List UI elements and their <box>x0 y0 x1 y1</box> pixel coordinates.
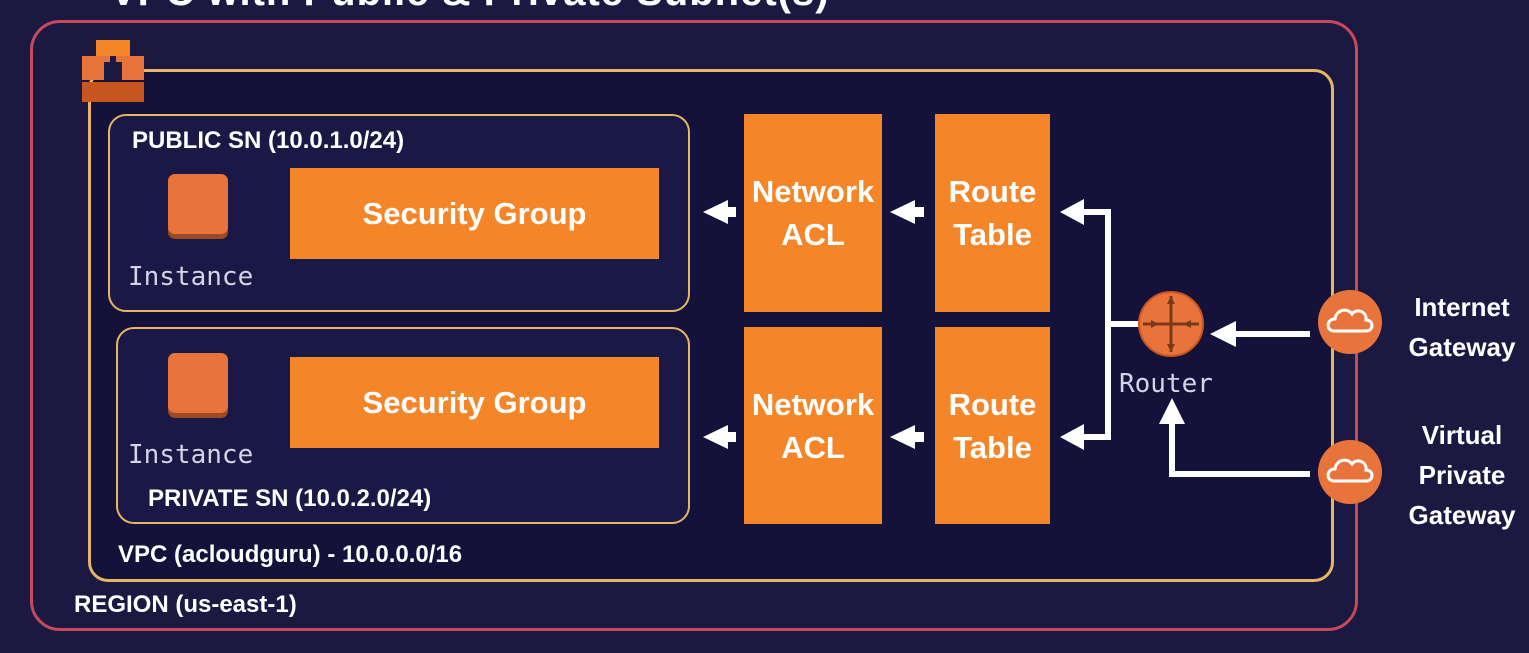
router-label: Router <box>1119 369 1213 399</box>
public-instance-label: Instance <box>128 262 254 292</box>
vpc-label: VPC (acloudguru) - 10.0.0.0/16 <box>118 541 463 568</box>
private-route-table[interactable]: Route Table <box>935 327 1050 524</box>
public-acl-line2: ACL <box>781 217 845 252</box>
public-network-acl[interactable]: Network ACL <box>744 114 882 312</box>
private-security-group-label: Security Group <box>362 385 587 420</box>
private-instance-label: Instance <box>128 440 254 470</box>
vpg-line3: Gateway <box>1408 500 1516 530</box>
page-title: VPC with Public & Private Subnet(s) <box>110 0 830 15</box>
region-label: REGION (us-east-1) <box>74 591 297 618</box>
vpg-line1: Virtual <box>1421 420 1503 450</box>
internet-gateway-label: Internet Gateway <box>1400 287 1524 367</box>
public-acl-line1: Network <box>751 174 875 209</box>
private-acl-line1: Network <box>751 386 875 422</box>
public-security-group-label: Security Group <box>362 196 587 231</box>
public-instance-icon[interactable] <box>168 174 228 234</box>
private-network-acl[interactable]: Network ACL <box>744 327 882 524</box>
public-subnet-label: PUBLIC SN (10.0.1.0/24) <box>132 127 405 154</box>
public-security-group[interactable]: Security Group <box>290 168 659 259</box>
private-acl-line2: ACL <box>781 429 845 465</box>
internet-gateway-line1: Internet <box>1414 292 1510 322</box>
internet-gateway-line2: Gateway <box>1408 332 1516 362</box>
public-route-line1: Route <box>948 174 1037 209</box>
vpg-line2: Private <box>1418 460 1506 490</box>
virtual-private-gateway-label: Virtual Private Gateway <box>1400 415 1524 535</box>
private-route-line2: Table <box>953 429 1032 465</box>
private-subnet-label: PRIVATE SN (10.0.2.0/24) <box>148 485 432 512</box>
private-instance-icon[interactable] <box>168 353 228 413</box>
public-route-line2: Table <box>953 217 1032 252</box>
private-security-group[interactable]: Security Group <box>290 357 659 448</box>
public-route-table[interactable]: Route Table <box>935 114 1050 312</box>
private-route-line1: Route <box>948 386 1037 422</box>
